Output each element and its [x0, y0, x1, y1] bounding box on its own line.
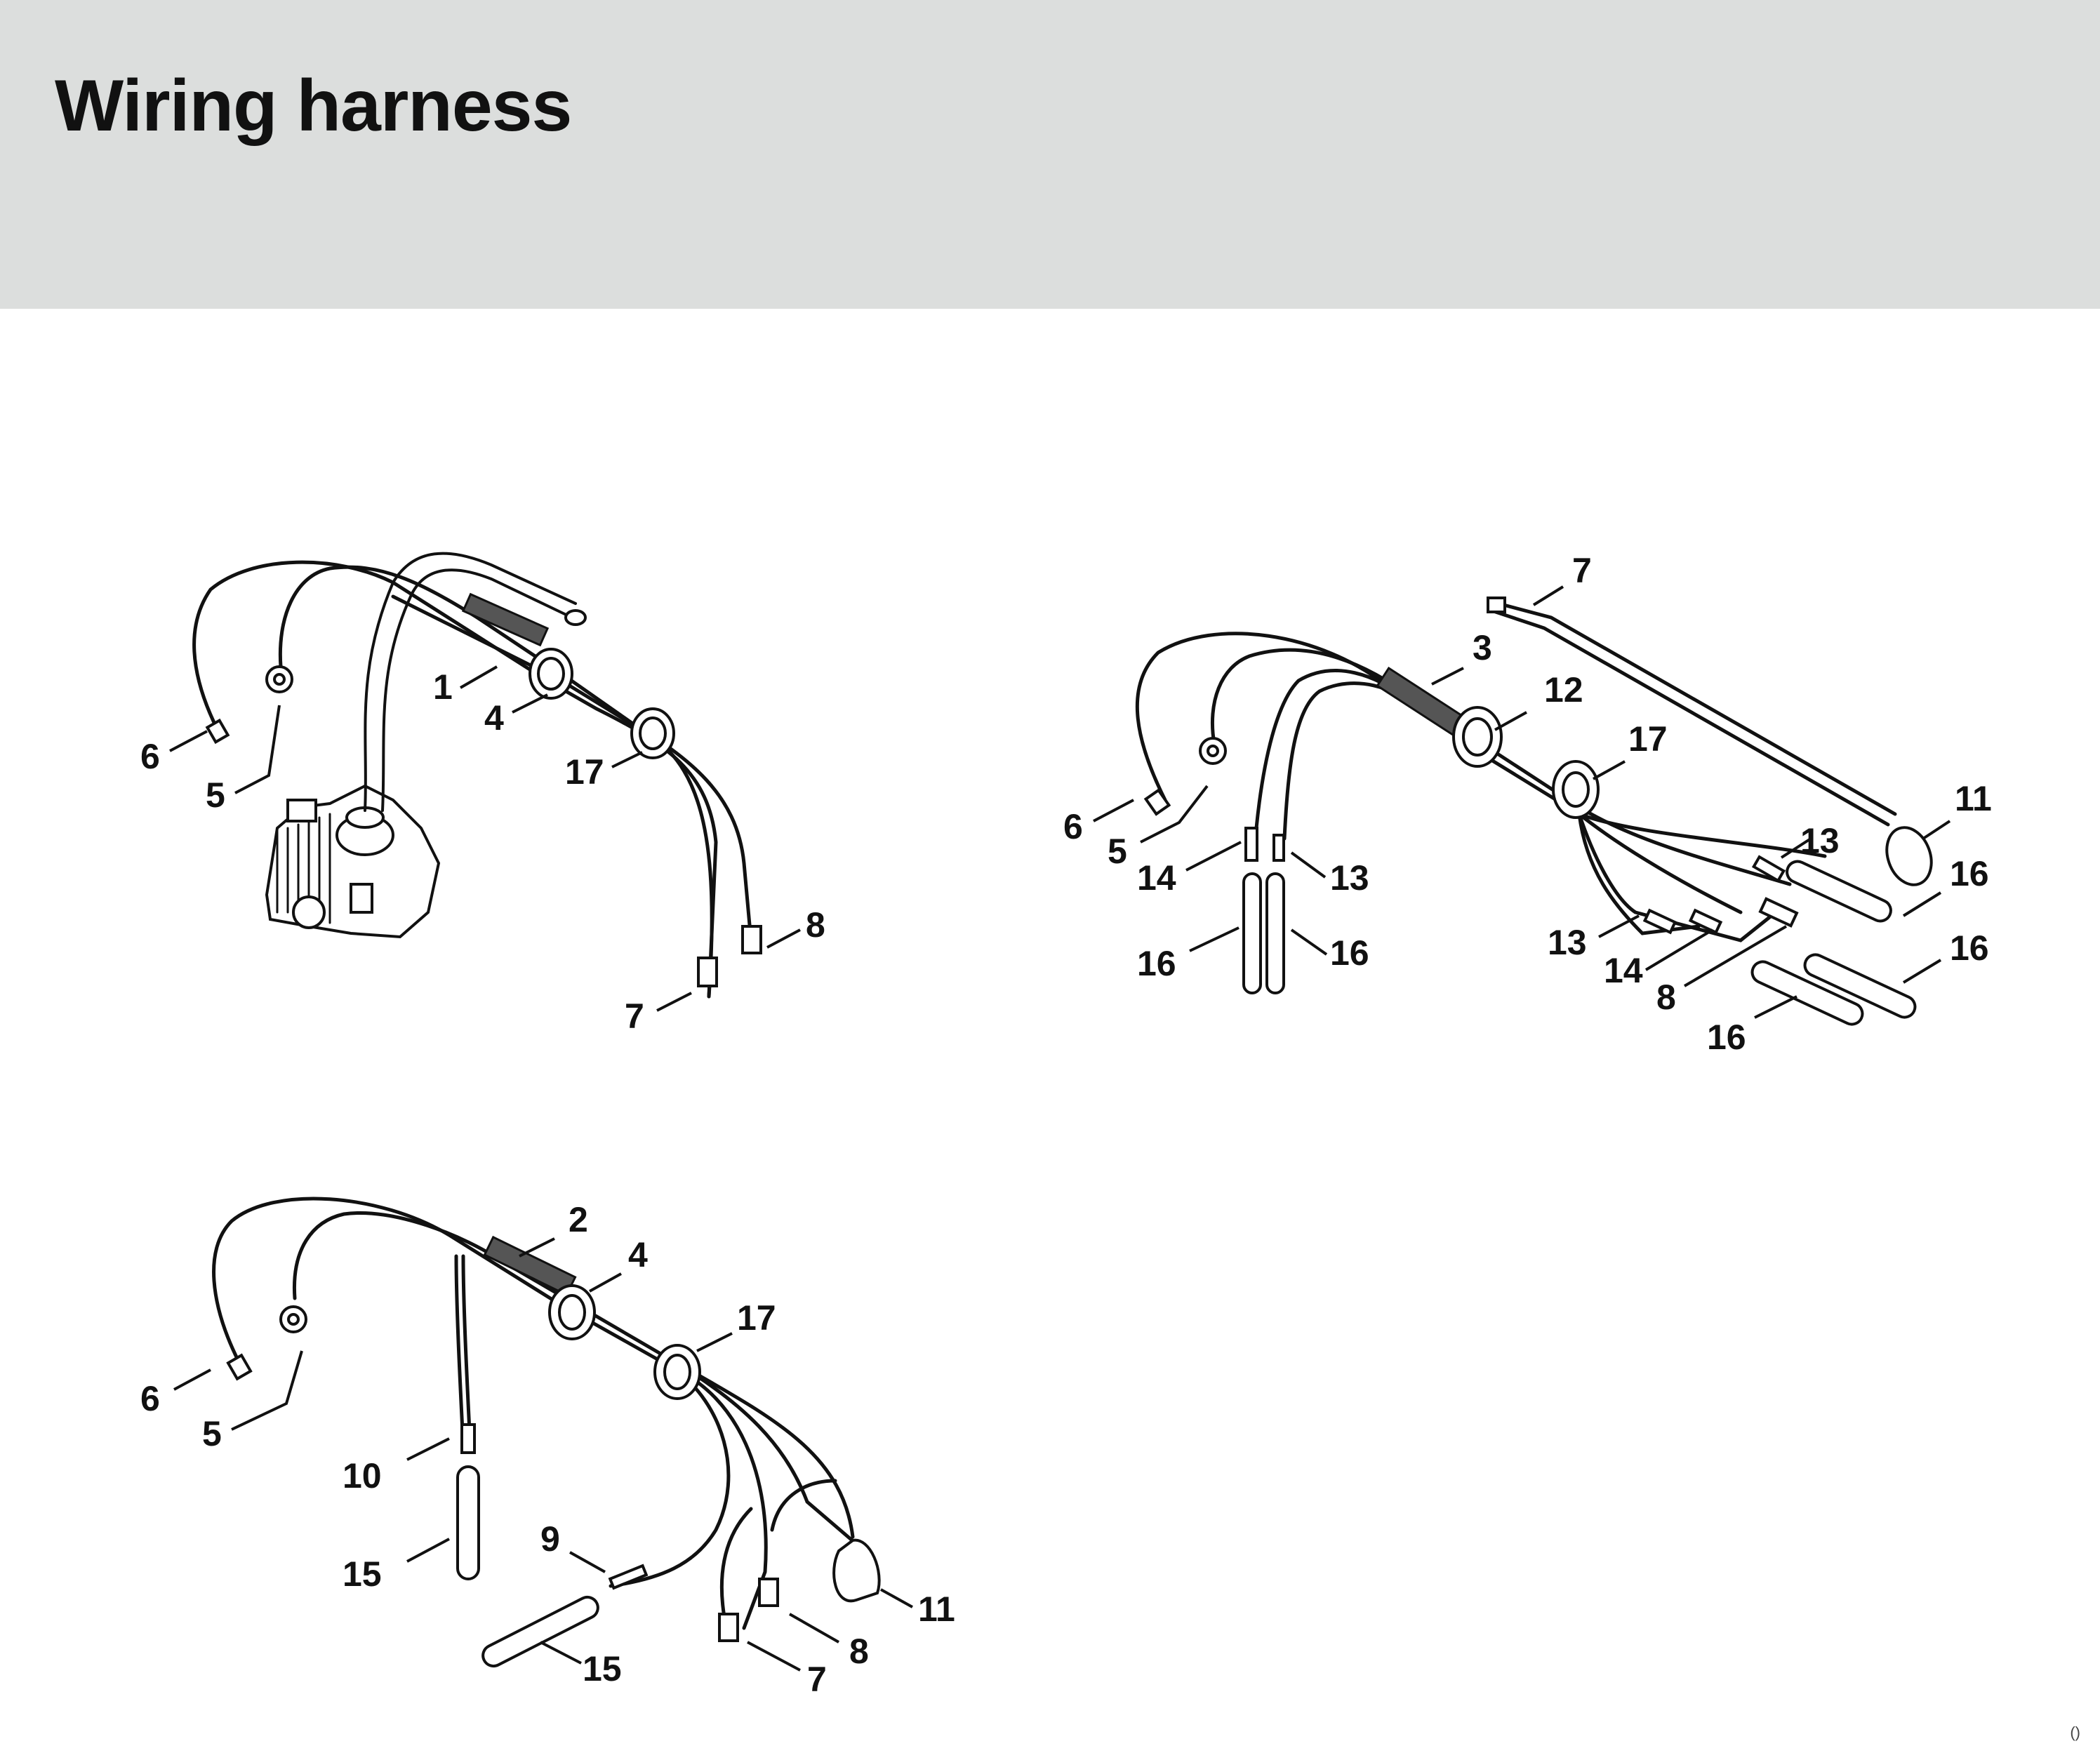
callout-label: 6 [1063, 807, 1083, 846]
callout-label: 13 [1548, 923, 1587, 962]
callout-label: 7 [1572, 551, 1592, 590]
page-title: Wiring harness [55, 65, 572, 147]
callout-label: 14 [1137, 858, 1176, 898]
callout-label: 5 [1108, 832, 1127, 871]
callout-label: 11 [918, 1590, 955, 1629]
callout-label: 12 [1544, 670, 1583, 709]
callout-label: 2 [569, 1200, 588, 1239]
callout-label: 1 [433, 667, 453, 707]
callout-label: 10 [343, 1456, 382, 1495]
callout-label: 16 [1950, 854, 1989, 893]
callout-label: 15 [583, 1649, 622, 1688]
ignition-module-drawing [265, 552, 587, 939]
callout-label: 4 [484, 698, 504, 738]
callout-label: 14 [1604, 951, 1643, 990]
header-band: Wiring harness [0, 0, 2100, 309]
callout-label: 7 [625, 997, 644, 1036]
callout-label: 8 [849, 1632, 869, 1671]
callout-label: 8 [1656, 978, 1676, 1017]
callout-label: 5 [206, 775, 225, 815]
callouts-1: 1 4 17 5 6 7 8 [140, 665, 825, 1036]
callout-label: 6 [140, 737, 160, 776]
callouts-2: 7 3 12 17 11 6 5 14 13 16 16 13 16 13 14… [1063, 551, 1992, 1057]
callout-label: 4 [628, 1235, 648, 1274]
callout-label: 17 [565, 752, 604, 792]
callout-label: 7 [807, 1660, 827, 1699]
assembly-3 [212, 1197, 881, 1668]
callout-label: 9 [540, 1519, 560, 1559]
callouts-3: 2 4 17 6 5 10 15 9 15 7 8 11 [140, 1200, 955, 1699]
assembly-1 [192, 552, 762, 999]
callout-label: 13 [1800, 821, 1840, 860]
callout-label: 16 [1950, 928, 1989, 968]
callout-label: 13 [1330, 858, 1369, 898]
callout-label: 5 [202, 1414, 222, 1453]
callout-label: 17 [737, 1298, 776, 1338]
callout-label: 6 [140, 1379, 160, 1418]
callout-label: 16 [1330, 933, 1369, 973]
callout-label: 8 [806, 905, 825, 945]
footer-mark: () [2070, 1724, 2080, 1741]
callout-label: 11 [1955, 779, 1992, 818]
assembly-2 [1135, 597, 1933, 1026]
callout-label: 17 [1628, 719, 1668, 759]
callout-label: 15 [343, 1554, 382, 1594]
callout-label: 16 [1137, 944, 1176, 983]
callout-label: 3 [1473, 628, 1492, 667]
callout-label: 16 [1707, 1018, 1746, 1057]
